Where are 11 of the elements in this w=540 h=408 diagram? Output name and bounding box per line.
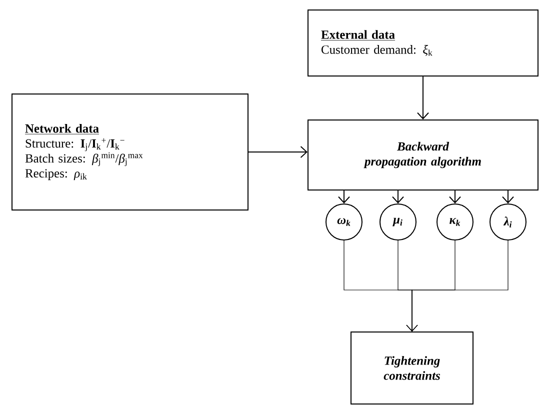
arrow	[248, 146, 308, 158]
arrow	[392, 190, 404, 204]
arrow	[502, 190, 514, 204]
arrow	[449, 190, 461, 204]
process-box: Backward propagation algorithm	[308, 120, 538, 190]
arrow	[417, 76, 429, 120]
arrow	[338, 190, 350, 204]
data-box: Network data Structure: I$_{j}$/I$_{k}$$^{+}$/I$_{k}$− Batch sizes: β$_{j}$$^{min}$/β$_{j}$max Recipes: ρ$_{ik}$	[12, 94, 248, 210]
arrow	[406, 240, 508, 332]
process-box: Tightening constraints	[350, 332, 474, 404]
data-box: External data Customer demand: ξ$_{k}$	[308, 10, 538, 76]
